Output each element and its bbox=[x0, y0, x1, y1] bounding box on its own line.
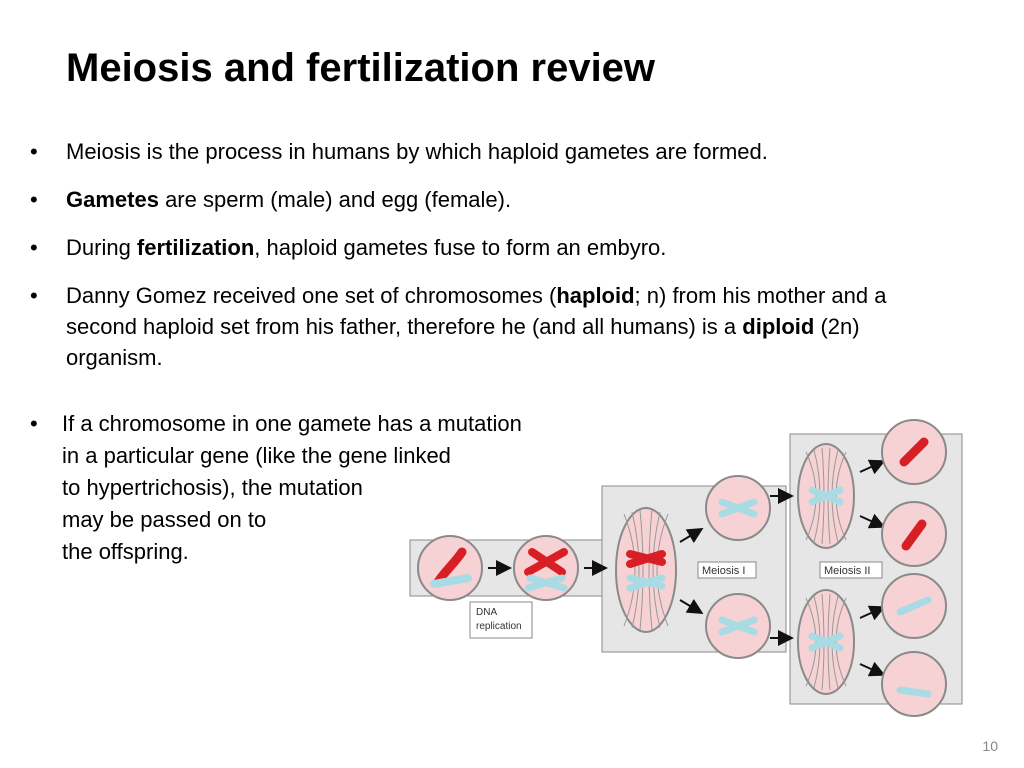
bullet-marker: • bbox=[30, 187, 38, 212]
cell-meiosis-2-top bbox=[797, 443, 855, 549]
arrow bbox=[859, 459, 886, 475]
blue-chromosome bbox=[718, 616, 758, 636]
cell-meiosis-2-bottom bbox=[797, 589, 855, 695]
dna-replication-label: replication bbox=[476, 621, 522, 632]
meiosis-diagram: DNA replication Meiosis I Meiosis II bbox=[409, 419, 963, 717]
cell-meiosis-1 bbox=[615, 507, 677, 633]
meiosis-1-label: Meiosis I bbox=[702, 565, 745, 577]
term-haploid: haploid bbox=[556, 283, 635, 308]
mutation-line: may be passed on to bbox=[62, 507, 267, 532]
cell-meiosis-1-product-top bbox=[705, 475, 771, 541]
meiosis-2-label: Meiosis II bbox=[824, 565, 870, 577]
bullet-marker: • bbox=[30, 139, 38, 164]
blue-chromosome bbox=[718, 498, 758, 518]
bullet-marker: • bbox=[30, 411, 38, 436]
arrow bbox=[859, 605, 886, 621]
bullet-text: Meiosis is the process in humans by whic… bbox=[66, 139, 768, 164]
bullet-text: , haploid gametes fuse to form an embyro… bbox=[254, 235, 667, 260]
red-chromosome bbox=[626, 550, 666, 568]
bullet-marker: • bbox=[30, 283, 38, 308]
bullet-marker: • bbox=[30, 235, 38, 260]
blue-chromosome bbox=[808, 632, 844, 652]
bullet-text: are sperm (male) and egg (female). bbox=[158, 187, 512, 212]
blue-chromosome bbox=[808, 486, 844, 506]
slide-number: 10 bbox=[982, 738, 998, 754]
red-chromosome bbox=[528, 548, 566, 576]
blue-chromosome bbox=[526, 574, 568, 592]
meiosis-1-box bbox=[697, 561, 757, 579]
red-chromosome bbox=[901, 519, 927, 551]
blue-chromosome bbox=[430, 574, 472, 588]
term-gametes: Gametes bbox=[66, 187, 159, 212]
arrow bbox=[679, 598, 704, 615]
blue-chromosome bbox=[896, 596, 932, 616]
cell-meiosis-1-product-bottom bbox=[705, 593, 771, 659]
cell-replicated bbox=[513, 535, 579, 601]
dna-replication-box bbox=[469, 601, 533, 639]
arrow bbox=[859, 661, 886, 677]
arrow bbox=[679, 527, 704, 544]
cell-parent bbox=[417, 535, 483, 601]
bullet-gametes: • Gametes are sperm (male) and egg (fema… bbox=[30, 184, 960, 215]
gamete-3 bbox=[881, 573, 947, 639]
mutation-line: If a chromosome in one gamete has a muta… bbox=[62, 411, 522, 436]
term-diploid: diploid bbox=[742, 314, 815, 339]
dna-replication-label: DNA bbox=[476, 607, 497, 618]
gamete-4 bbox=[881, 651, 947, 717]
bullet-fertilization: • During fertilization, haploid gametes … bbox=[30, 232, 960, 263]
bullet-text: ; n) from his mother and a second haploi… bbox=[66, 283, 887, 339]
red-chromosome bbox=[899, 437, 929, 467]
bullet-list: • Meiosis is the process in humans by wh… bbox=[30, 136, 960, 390]
blue-chromosome bbox=[896, 686, 932, 698]
slide-title: Meiosis and fertilization review bbox=[66, 46, 656, 90]
blue-chromosome bbox=[626, 574, 666, 592]
mutation-line: the offspring. bbox=[62, 539, 189, 564]
mutation-line: to hypertrichosis), the mutation bbox=[62, 475, 363, 500]
bullet-meiosis-definition: • Meiosis is the process in humans by wh… bbox=[30, 136, 960, 167]
bullet-diploid: • Danny Gomez received one set of chromo… bbox=[30, 280, 960, 373]
gamete-2 bbox=[881, 501, 947, 567]
bullet-mutation: • If a chromosome in one gamete has a mu… bbox=[30, 408, 650, 568]
meiosis-2-box bbox=[819, 561, 883, 579]
bullet-text: (2n) organism. bbox=[66, 314, 860, 370]
term-fertilization: fertilization bbox=[136, 235, 255, 260]
mutation-line: in a particular gene (like the gene link… bbox=[62, 443, 451, 468]
arrow bbox=[859, 513, 886, 529]
bullet-text: Danny Gomez received one set of chromoso… bbox=[66, 283, 557, 308]
gamete-1 bbox=[881, 419, 947, 485]
bullet-text: During bbox=[66, 235, 137, 260]
